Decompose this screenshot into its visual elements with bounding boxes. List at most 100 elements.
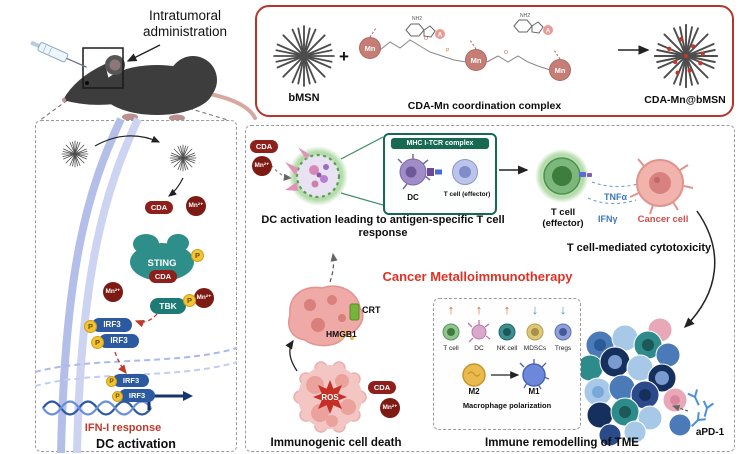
dc-label: DC [407,193,419,202]
apd1-antibody-icons [687,389,714,428]
tme-cell-type-label: T cell [443,345,459,352]
down-arrow: ↓ [531,302,539,317]
adenine-badge [543,25,553,35]
nuclear-membrane [34,347,238,373]
nanoparticle-icon [169,144,197,172]
irf3-protein: IRF3 [119,389,155,402]
complex-label: CDA-Mn coordination complex [407,100,562,112]
up-arrow: ↑ [447,302,455,317]
mhc-tcr-label: MHC I-TCR complex [391,138,489,149]
tcell-effector-label: T cell (effector) [443,191,491,198]
adenine-label: A [438,33,443,39]
m1-label: M1 [528,387,540,396]
tme-cell-icons [442,320,572,343]
mouse-head [63,64,115,105]
mn-atom-label: Mn [555,66,566,75]
mn-ion: Mn²⁺ [186,196,206,216]
mn-atom-label: Mn [365,44,376,53]
syringe-icon [30,40,87,68]
phosphorus-label: P [446,48,450,54]
adenine-badge [435,29,445,39]
ros-to-icd-arrow [285,339,298,372]
nanoparticle-icon [61,140,89,168]
phospho-circle: P [106,376,117,387]
tnf-label: TNFα [604,192,628,202]
treg-icon [554,323,572,341]
dendritic-cell [285,146,348,206]
bmsn-label: bMSN [288,92,320,104]
cancer-cell-label: Cancer cell [637,214,689,225]
macrophage-polarization-graphics [462,359,550,390]
cda-badge: CDA [145,201,173,214]
uptake-arrow [94,135,161,147]
tbk-to-irf3-arrow [134,313,158,328]
icd-caption: Immunogenic cell death [270,437,402,449]
mn-ion: Mn²⁺ [380,398,400,418]
cancer-to-tme-arrow [683,210,716,329]
phospho-circle: P [84,320,97,333]
apd1-arrow [671,404,689,412]
tumor-zoom-square [82,47,124,89]
cda-mn-structure: A A NH2 NH2 O O P Mn Mn Mn [359,13,571,81]
main-title: Cancer Metalloimmunotherapy [382,269,573,284]
dc-cell-small [397,154,431,190]
effector-t-cell [535,149,592,203]
purine-ring [405,23,436,38]
mn-atom [549,59,571,81]
mn-atom [359,37,381,59]
synthesis-panel: bMSN + A A NH2 NH2 O O P Mn Mn [255,5,734,117]
macrophage-polarization-label: Macrophage polarization [462,401,552,410]
tcr-molecule [435,169,442,175]
ifn-response-label: IFN-I response [84,422,162,434]
cda-badge: CDA [149,270,177,283]
cell-membrane [57,117,125,454]
mouse-tail [208,92,257,120]
phospho-circle: P [191,249,204,262]
mn-atom [465,49,487,71]
phospho-circle: P [112,391,123,402]
dc-activation-caption: DC activation [96,437,176,451]
zoom-wedge-lines [340,136,384,206]
down-arrow: ↓ [559,302,567,317]
administration-label: Intratumoral administration [142,8,228,39]
up-arrow: ↑ [503,302,511,317]
nk-cell-icon [498,323,516,341]
tbk-protein: TBK [150,298,186,314]
oxygen-label: O [504,50,508,56]
purine-ring [513,19,544,34]
nh2-label: NH2 [520,13,530,19]
bond-backbone [379,39,467,63]
crt-marker [349,303,360,321]
immunotherapy-graphics: ROS [270,136,716,447]
plus-sign: + [339,47,349,66]
reaction-arrow [618,45,650,55]
crt-label: CRT [362,305,381,315]
mdsc-icon [526,323,544,341]
m2-label: M2 [468,387,480,396]
hmgb1-dot [339,336,343,340]
sting-label: STING [147,258,176,269]
cda-mn-bmsn-icon [653,23,719,89]
phospho-circle: P [91,336,104,349]
sting-protein: STING [130,234,194,281]
icd-to-dc-arrow [329,252,338,283]
t-cell-icon [442,323,460,341]
product-label: CDA-Mn@bMSN [644,94,726,106]
cytokine-arcs [587,181,639,204]
mn-ion: Mn²⁺ [103,282,123,302]
mouse-illustration [62,55,257,122]
coordination-bonds [369,27,561,60]
ros-star [313,380,347,414]
mn-atom-label: Mn [471,56,482,65]
tme-cell-type-label: Tregs [554,345,572,352]
release-arrow [168,177,184,197]
mhc-molecule [427,168,434,176]
bmsn-nanoparticle-icon [273,25,335,87]
irf3-protein: IRF3 [92,318,132,332]
mn-ion: Mn²⁺ [194,288,214,308]
hmgb1-label: HMGB1 [326,329,357,339]
tme-cell-type-label: MDSCs [523,345,547,352]
dc-activation-tcell-caption: DC activation leading to antigen-specifi… [261,214,505,239]
tme-cell-cluster [576,317,692,447]
